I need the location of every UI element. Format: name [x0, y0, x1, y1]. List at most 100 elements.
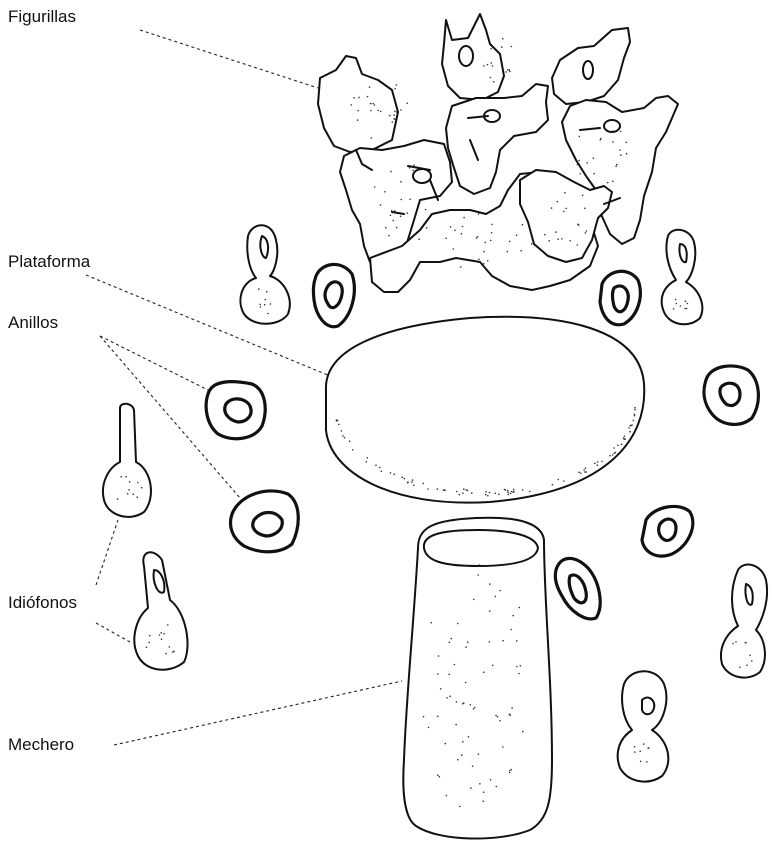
idiofono-3: [240, 225, 289, 324]
stipple-dot: [511, 769, 513, 771]
stipple-dot: [490, 240, 492, 242]
stipple-dot: [492, 65, 494, 67]
stipple-dot: [379, 467, 381, 469]
stipple-dot: [258, 288, 260, 290]
stipple-dot: [472, 765, 474, 767]
stipple-dot: [625, 142, 627, 144]
stipple-dot: [454, 230, 456, 232]
stipple-dot: [394, 119, 396, 121]
stipple-dot: [483, 671, 485, 673]
stipple-dot: [633, 420, 635, 422]
stipple-dot: [489, 492, 491, 494]
stipple-dot: [409, 167, 411, 169]
stipple-dot: [445, 743, 447, 745]
stipple-dot: [490, 62, 492, 64]
stipple-dot: [444, 489, 446, 491]
stipple-dot: [685, 300, 687, 302]
stipple-dot: [609, 455, 611, 457]
stipple-dot: [597, 127, 599, 129]
stipple-dot: [680, 305, 682, 307]
stipple-dot: [259, 304, 261, 306]
stipple-dot: [462, 741, 464, 743]
stipple-dot: [483, 263, 485, 265]
stipple-dot: [449, 642, 451, 644]
stipple-dot: [490, 48, 492, 50]
stipple-dot: [392, 121, 394, 123]
stipple-dot: [578, 472, 580, 474]
stipple-dot: [496, 786, 498, 788]
stipple-dot: [457, 623, 459, 625]
stipple-dot: [502, 746, 504, 748]
stipple-dot: [465, 489, 467, 491]
stipple-dot: [516, 640, 518, 642]
stipple-dot: [412, 170, 414, 172]
anillo-2: [231, 491, 299, 552]
stipple-dot: [260, 306, 262, 308]
stipple-dot: [483, 791, 485, 793]
plataforma: [326, 317, 644, 503]
stipple-dot: [407, 212, 409, 214]
stipple-dot: [629, 431, 631, 433]
figurilla-left: [318, 56, 398, 152]
mechero: [403, 518, 552, 839]
stipple-dot: [374, 186, 376, 188]
stipple-dot: [133, 493, 135, 495]
stipple-dot: [513, 491, 515, 493]
stipple-dot: [400, 216, 402, 218]
stipple-dot: [578, 160, 580, 162]
leader-anillos-1: [100, 336, 208, 390]
stipple-dot: [584, 208, 586, 210]
stipple-dot: [634, 409, 636, 411]
stipple-dot: [477, 574, 479, 576]
stipple-dot: [522, 489, 524, 491]
stipple-dot: [615, 452, 617, 454]
stipple-dot: [551, 207, 553, 209]
stipple-dot: [522, 224, 524, 226]
stipple-dot: [522, 731, 524, 733]
stipple-dot: [402, 477, 404, 479]
stipple-dot: [427, 488, 429, 490]
stipple-dot: [630, 425, 632, 427]
stipple-dot: [396, 84, 398, 86]
stipple-dot: [511, 46, 513, 48]
mechero-rim: [424, 530, 538, 566]
idiofono-5: [721, 565, 767, 678]
stipple-dot: [631, 424, 633, 426]
stipple-dot: [412, 479, 414, 481]
stipple-dot: [597, 461, 599, 463]
stipple-dot: [462, 226, 464, 228]
stipple-dot: [487, 64, 489, 66]
stipple-dot: [673, 308, 675, 310]
stipple-dot: [512, 615, 514, 617]
stipple-dot: [453, 248, 455, 250]
stipple-dot: [509, 69, 511, 71]
stipple-dot: [437, 774, 439, 776]
stipple-dot: [615, 166, 617, 168]
stipple-dot: [490, 779, 492, 781]
stipple-dot: [409, 199, 411, 201]
stipple-dot: [341, 430, 343, 432]
stipple-dot: [163, 633, 165, 635]
stipple-dot: [463, 217, 465, 219]
stipple-dot: [270, 303, 272, 305]
stipple-dot: [544, 234, 546, 236]
stipple-dot: [577, 244, 579, 246]
stipple-dot: [392, 220, 394, 222]
stipple-dot: [502, 38, 504, 40]
stipple-dot: [513, 489, 515, 491]
stipple-dot: [426, 227, 428, 229]
stipple-dot: [165, 653, 167, 655]
stipple-dot: [474, 707, 476, 709]
stipple-dot: [375, 464, 377, 466]
stipple-dot: [160, 632, 162, 634]
stipple-dot: [141, 487, 143, 489]
stipple-dot: [483, 251, 485, 253]
stipple-dot: [159, 634, 161, 636]
stipple-dot: [148, 642, 150, 644]
stipple-dot: [493, 81, 495, 83]
idiofono-1: [103, 404, 151, 517]
stipple-dot: [437, 673, 439, 675]
stipple-dot: [456, 701, 458, 703]
stipple-dot: [372, 103, 374, 105]
